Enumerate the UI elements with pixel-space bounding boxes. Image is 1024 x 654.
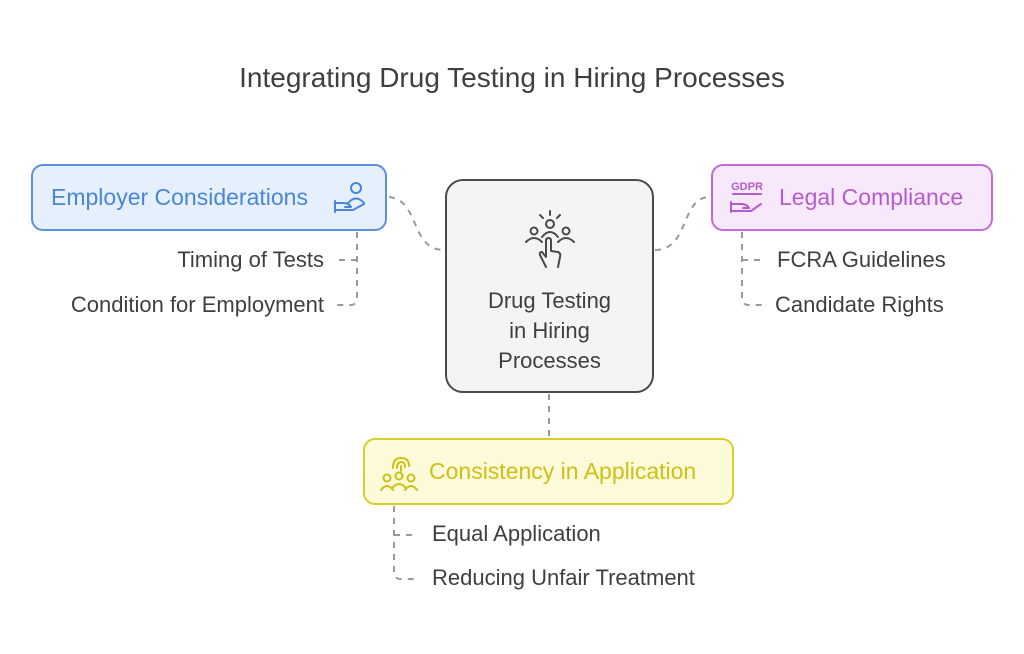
connector-employer-items	[333, 232, 358, 306]
employer-considerations-label: Employer Considerations	[51, 184, 308, 210]
employer-considerations-node: Employer Considerations	[31, 164, 387, 231]
gdpr-hand-icon: GDPR	[727, 178, 767, 223]
center-node-label: Drug Testing in Hiring Processes	[487, 288, 612, 373]
employer-item-condition: Condition for Employment	[70, 292, 324, 317]
connector-consistency-items	[393, 506, 416, 580]
hand-holding-person-icon	[331, 179, 371, 224]
consistency-in-application-node: Consistency in Application	[363, 438, 734, 505]
connector-legal-items	[741, 232, 765, 306]
consistency-item-equal: Equal Application	[432, 521, 601, 546]
group-fingerprint-icon	[379, 452, 419, 499]
center-node: Drug Testing in Hiring Processes	[445, 179, 654, 393]
consistency-in-application-label: Consistency in Application	[429, 458, 697, 484]
diagram-title: Integrating Drug Testing in Hiring Proce…	[239, 62, 785, 93]
group-hand-pointer-icon	[520, 209, 580, 274]
employer-item-timing: Timing of Tests	[177, 247, 324, 272]
legal-compliance-label: Legal Compliance	[779, 184, 964, 210]
svg-text:GDPR: GDPR	[731, 181, 763, 193]
connector-employer-center	[388, 196, 445, 251]
connector-center-legal	[654, 196, 711, 251]
legal-compliance-node: GDPR Legal Compliance	[711, 164, 993, 231]
legal-item-rights: Candidate Rights	[775, 292, 944, 317]
consistency-item-reducing: Reducing Unfair Treatment	[432, 565, 695, 590]
legal-item-fcra: FCRA Guidelines	[777, 247, 946, 272]
